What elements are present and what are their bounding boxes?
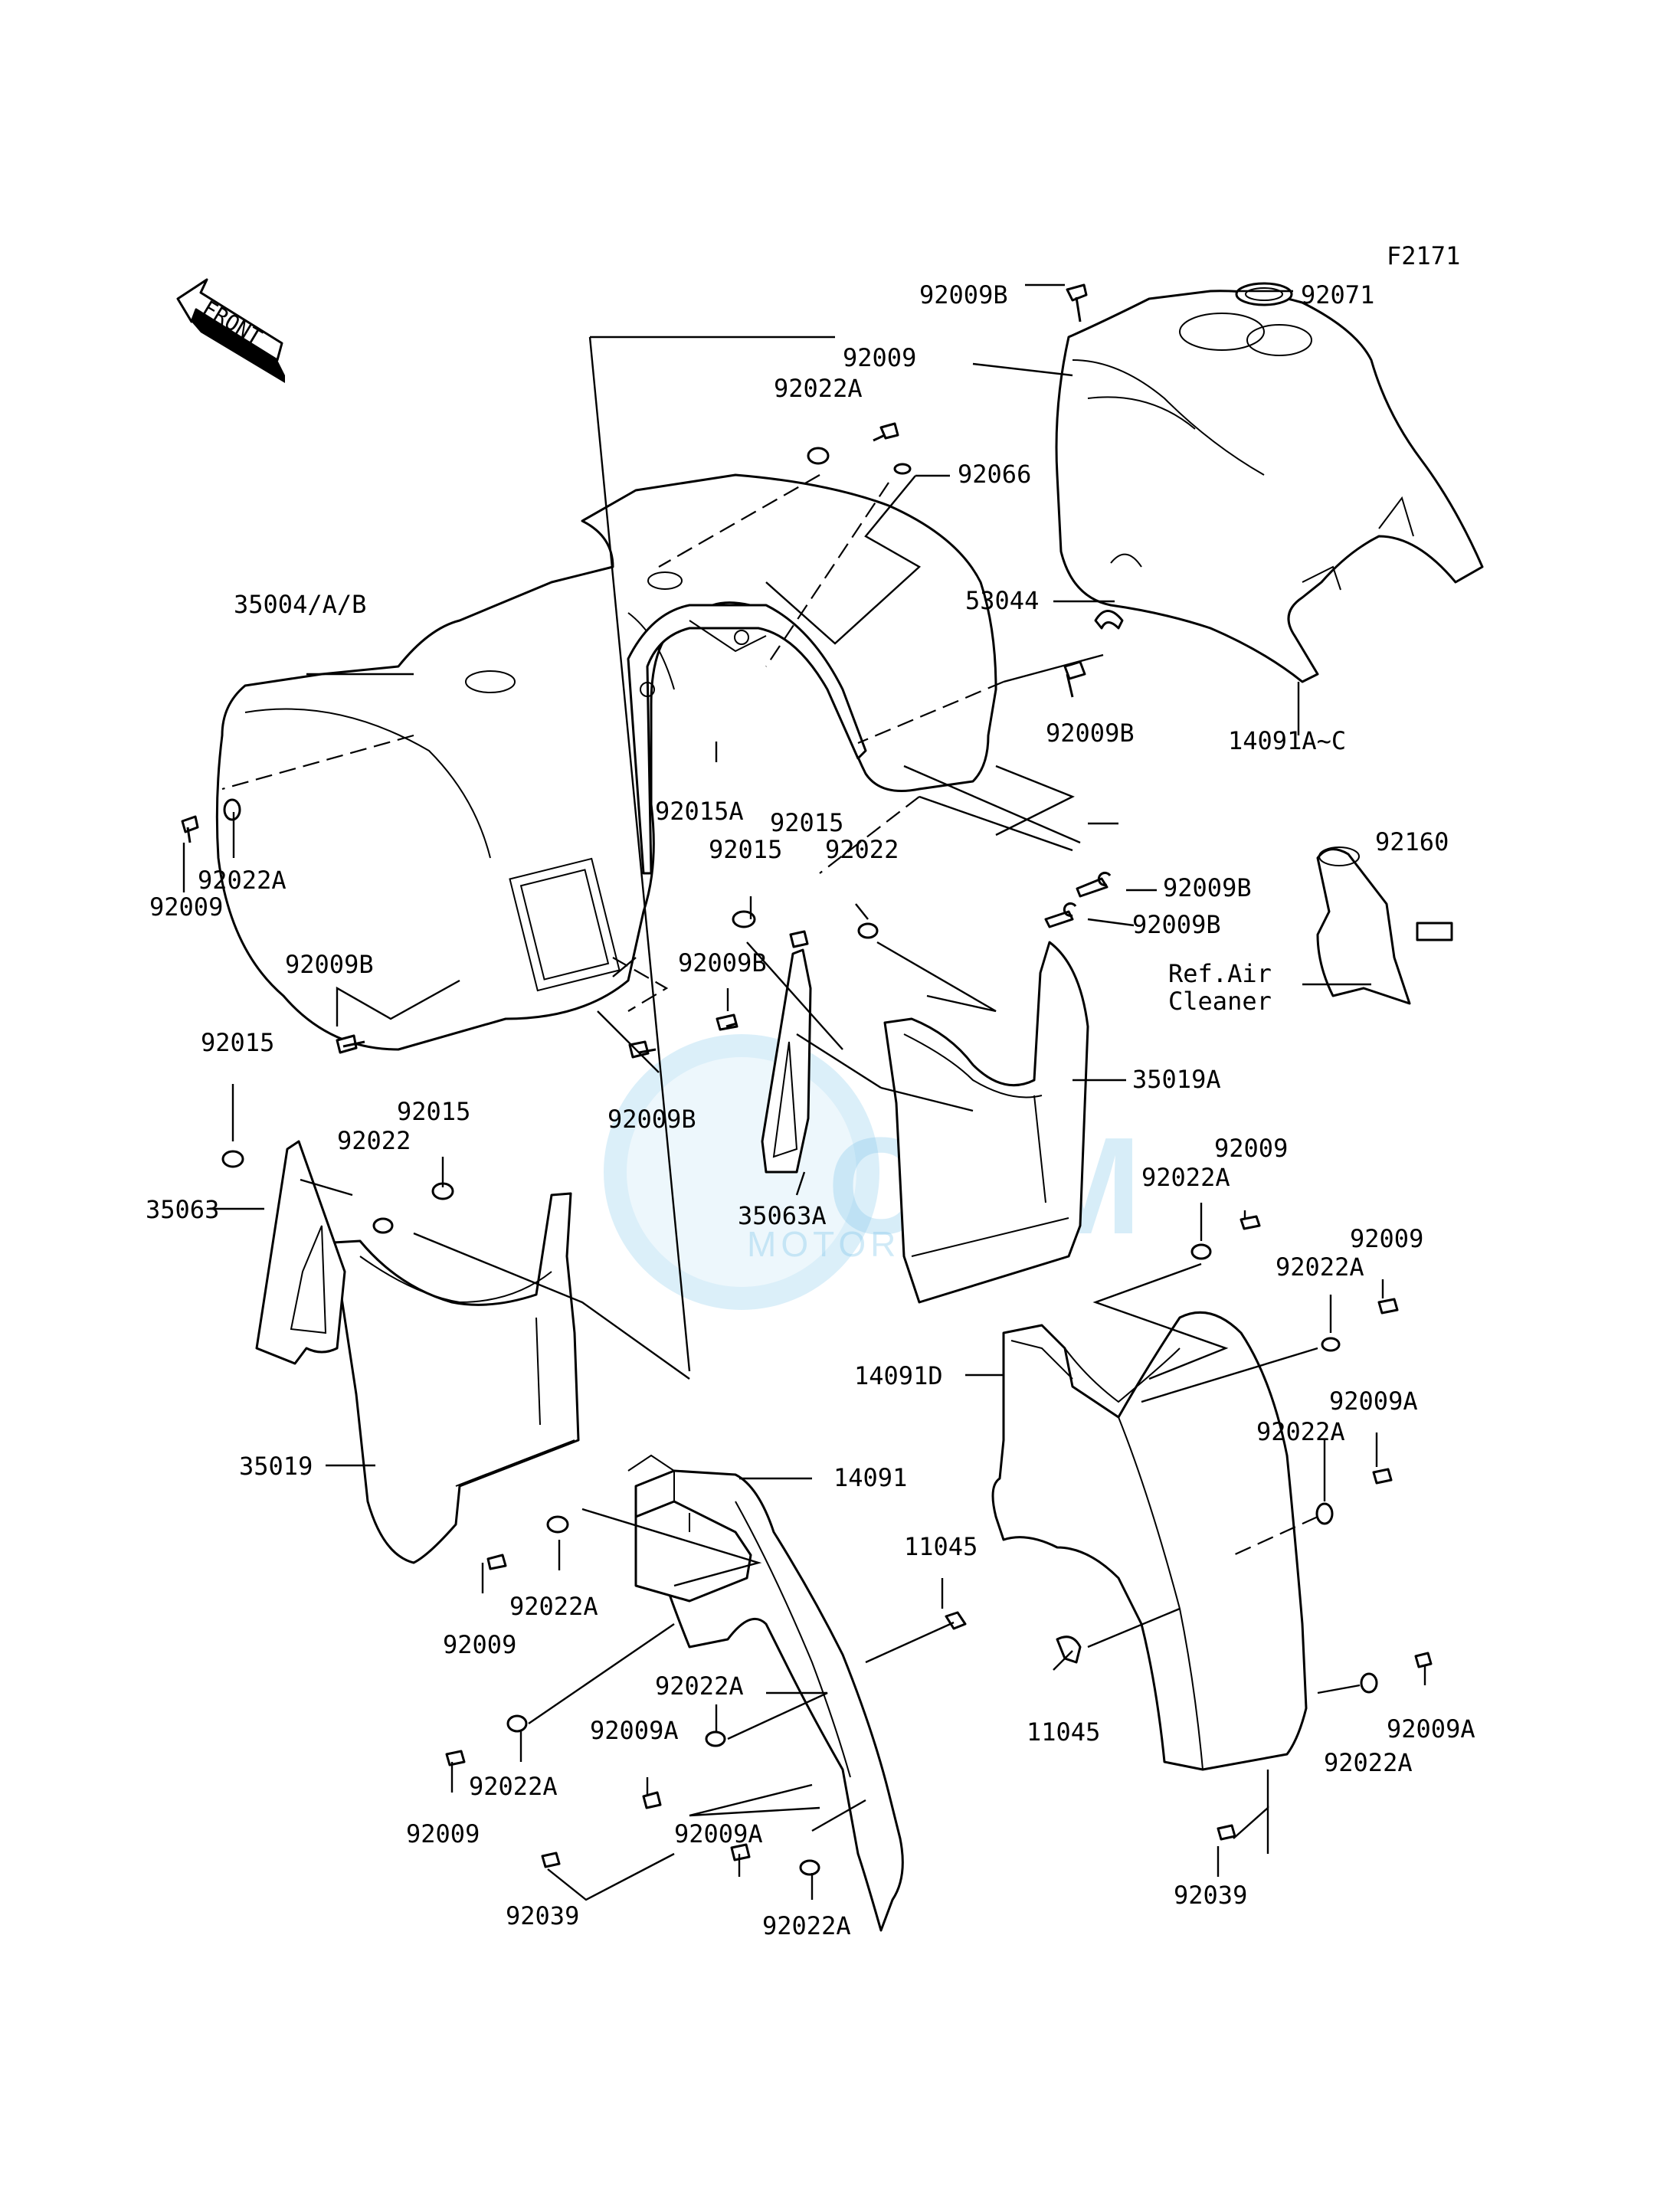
label-92066: 92066 (958, 460, 1031, 489)
leader-lines (182, 283, 1426, 1901)
front-arrow: FRONT (176, 278, 285, 383)
label-35063A: 35063A (738, 1201, 827, 1230)
label-35019A: 35019A (1132, 1065, 1221, 1094)
label-92015: 92015 (397, 1097, 470, 1126)
label-92022A: 92022A (509, 1592, 598, 1621)
label-92039: 92039 (1174, 1881, 1247, 1910)
part-labels: 92009B 92071 92009 92022A 92066 35004/A/… (146, 280, 1475, 1940)
label-92009A: 92009A (590, 1716, 679, 1745)
label-11045: 11045 (1027, 1717, 1100, 1747)
label-92009: 92009 (843, 343, 916, 372)
hardware-set (181, 283, 1433, 1876)
label-92009: 92009 (149, 892, 223, 922)
label-14091D: 14091D (854, 1361, 943, 1390)
bracket-35063-part (255, 1140, 346, 1365)
label-92009: 92009 (1350, 1224, 1423, 1253)
label-92009: 92009 (406, 1819, 480, 1848)
label-92009A: 92009A (1329, 1387, 1418, 1416)
mudguard-35019A-part (883, 941, 1089, 1304)
label-92009A: 92009A (1387, 1714, 1475, 1744)
label-92009B: 92009B (1132, 910, 1221, 939)
label-92022A: 92022A (1256, 1417, 1345, 1446)
label-92022A: 92022A (762, 1911, 851, 1940)
rear-guard-14091D-part (991, 1311, 1308, 1771)
label-92009B: 92009B (607, 1105, 696, 1134)
mudguard-35019-part (332, 1192, 580, 1564)
label-92022A: 92022A (655, 1671, 744, 1701)
label-92039: 92039 (506, 1901, 579, 1930)
bracket-35063A-part (761, 948, 812, 1174)
label-92022A: 92022A (1324, 1748, 1413, 1777)
label-35019: 35019 (239, 1452, 313, 1481)
label-92022A: 92022A (198, 866, 287, 895)
label-92022: 92022 (337, 1126, 411, 1155)
label-11045: 11045 (904, 1532, 978, 1561)
label-92022A: 92022A (469, 1772, 558, 1801)
label-14091: 14091 (833, 1463, 907, 1492)
label-92009B: 92009B (678, 948, 767, 977)
label-14091A-C: 14091A~C (1228, 726, 1346, 755)
label-92009B: 92009B (285, 950, 374, 979)
label-92071: 92071 (1301, 280, 1374, 309)
label-35063: 35063 (146, 1195, 219, 1224)
label-53044: 53044 (965, 586, 1039, 615)
label-92022A: 92022A (1276, 1252, 1364, 1282)
label-92009B: 92009B (919, 280, 1008, 309)
label-92009: 92009 (1214, 1134, 1288, 1163)
label-92009B: 92009B (1046, 719, 1135, 748)
label-92009A: 92009A (674, 1819, 763, 1848)
tank-cover-part (1055, 290, 1484, 683)
label-92009: 92009 (443, 1630, 516, 1659)
label-92015: 92015 (201, 1028, 274, 1057)
label-92009B: 92009B (1163, 873, 1252, 902)
clip-53044 (1094, 610, 1124, 630)
air-cleaner-ref-part (1316, 846, 1453, 1005)
label-35004: 35004/A/B (234, 590, 366, 619)
label-92022A: 92022A (1141, 1163, 1230, 1192)
label-92022: 92022 (825, 835, 899, 864)
grommet-92071 (1235, 282, 1293, 306)
label-92015: 92015 (770, 808, 843, 837)
label-92015A: 92015A (655, 797, 744, 826)
label-ref-air: Ref.Air (1168, 959, 1272, 988)
rear-guard-14091-part (627, 1454, 904, 1932)
label-ref-cleaner: Cleaner (1168, 987, 1272, 1016)
label-92160: 92160 (1375, 827, 1449, 856)
label-92015: 92015 (709, 835, 782, 864)
figure-code: F2171 (1387, 241, 1460, 270)
label-92022A: 92022A (774, 374, 863, 403)
